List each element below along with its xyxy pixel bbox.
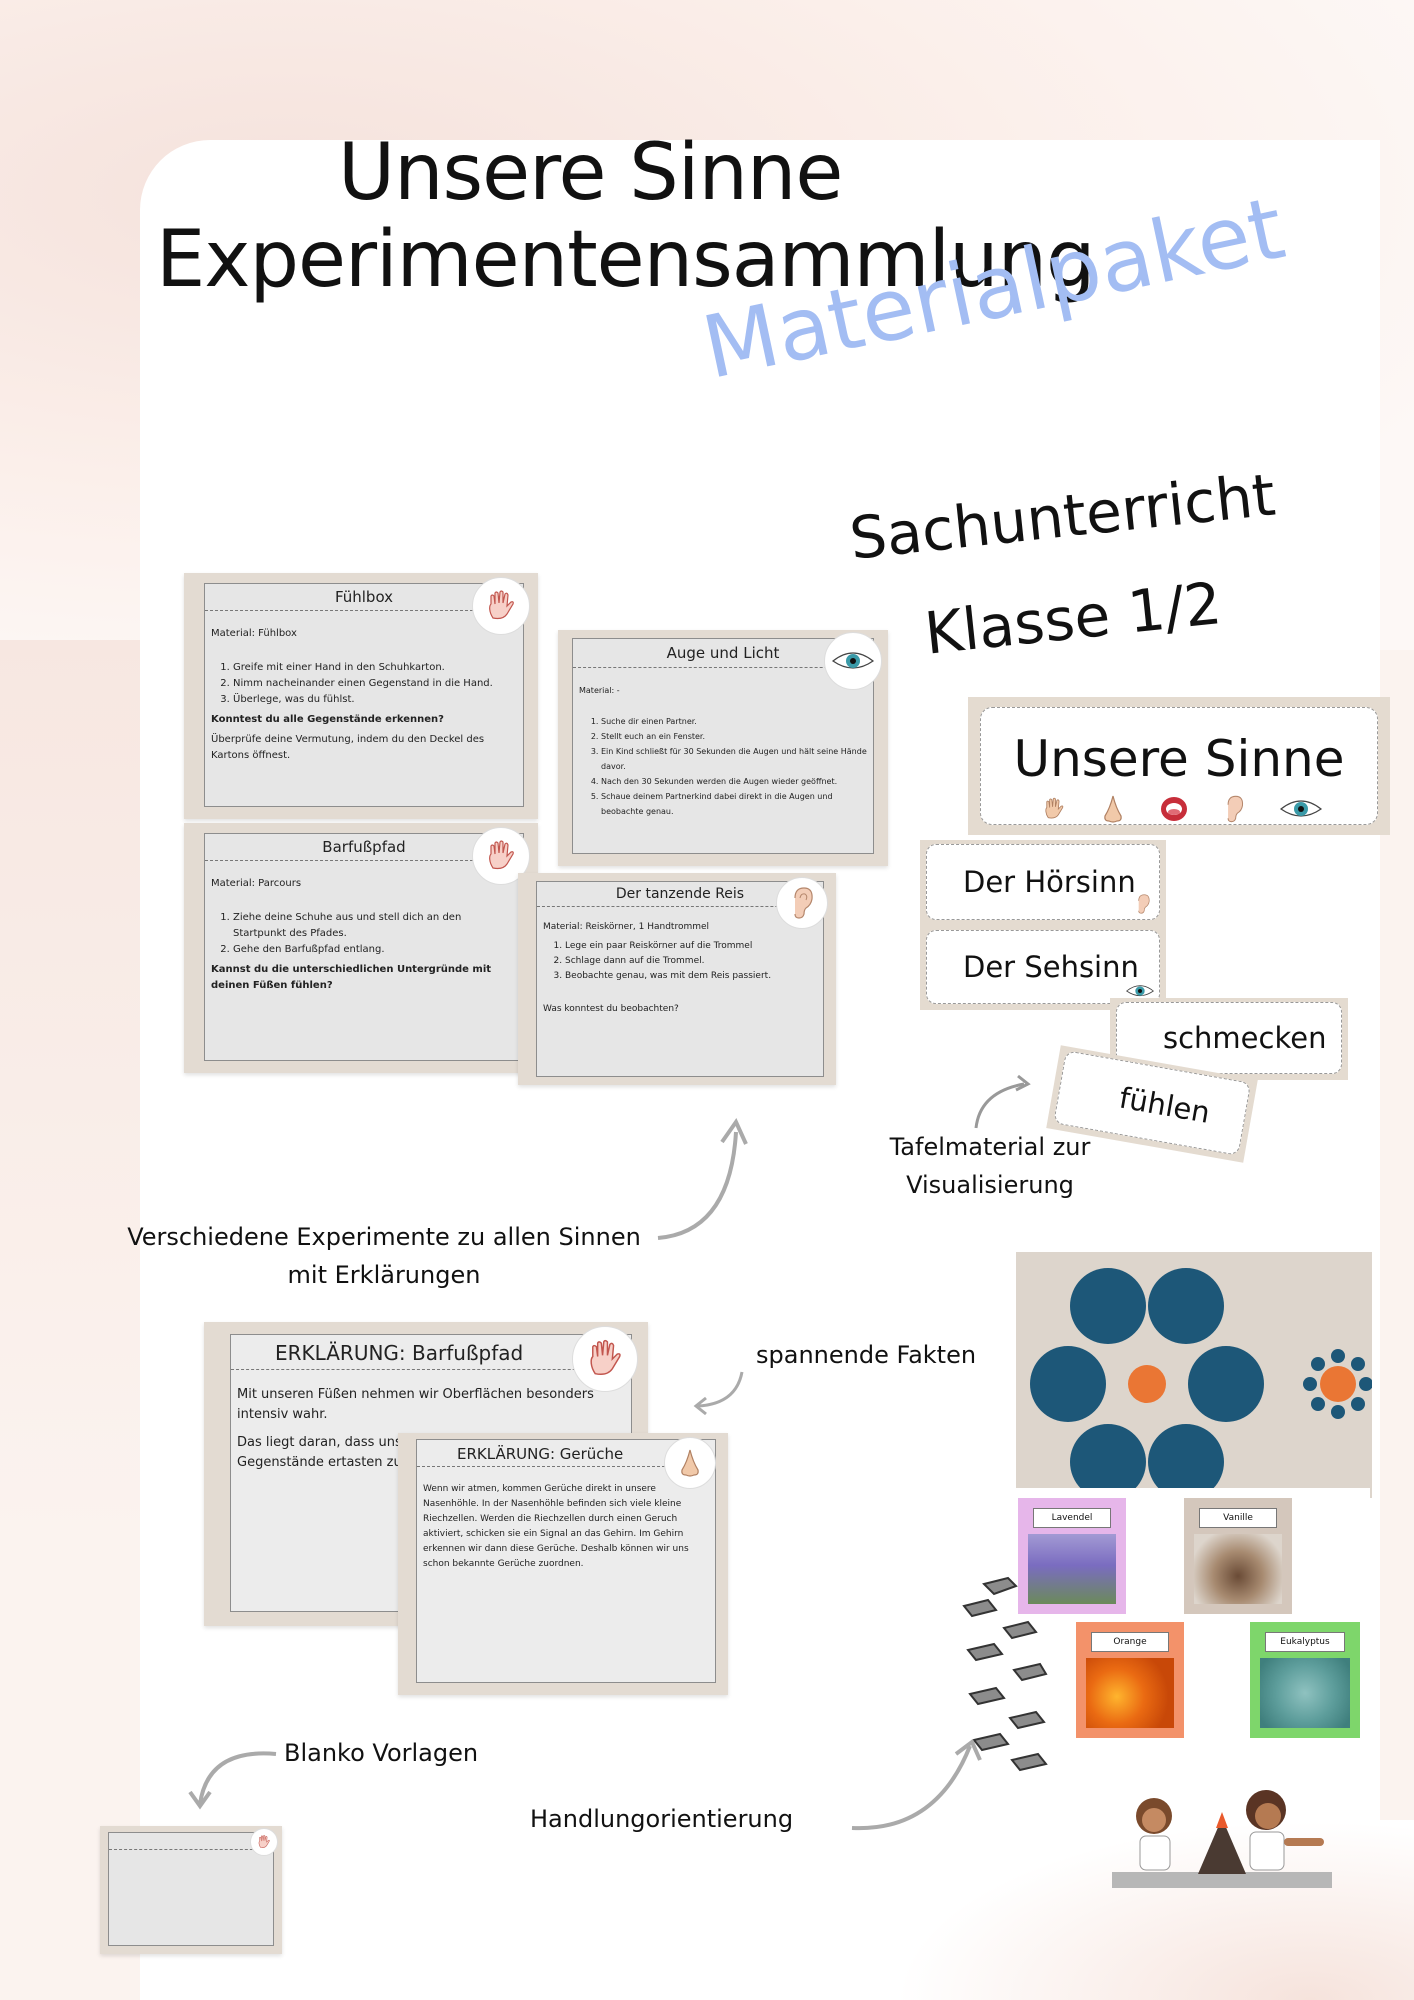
annotation-fakten: spannende Fakten xyxy=(756,1341,977,1369)
annotation-line: Visualisierung xyxy=(906,1171,1074,1199)
card-question: Kannst du die unterschiedlichen Untergrü… xyxy=(211,964,492,991)
annotation-line: mit Erklärungen xyxy=(287,1261,481,1289)
annotation-experimente: Verschiedene Experimente zu allen Sinnen… xyxy=(118,1218,650,1294)
arrow-icon xyxy=(974,1074,1031,1129)
card-title-blank xyxy=(109,1833,273,1850)
card-step: Schaue deinem Partnerkind dabei direkt i… xyxy=(601,789,867,819)
photo-card-orange: Orange xyxy=(1076,1622,1184,1738)
card-step: Lege ein paar Reiskörner auf die Trommel xyxy=(565,939,817,954)
mouth-icon xyxy=(1161,797,1187,821)
card-material: Material: - xyxy=(579,686,620,695)
card-auge-und-licht: Auge und Licht Material: - Suche dir ein… xyxy=(558,630,888,866)
hand-icon xyxy=(472,577,530,635)
strip-label: Der Sehsinn xyxy=(963,950,1139,984)
card-material: Material: Fühlbox xyxy=(211,628,297,639)
arrow-icon xyxy=(851,1738,982,1831)
eye-icon xyxy=(824,632,882,690)
nose-icon xyxy=(664,1437,716,1489)
ear-icon xyxy=(1138,894,1150,914)
annotation-line: Tafelmaterial zur xyxy=(889,1133,1091,1161)
ear-icon xyxy=(776,877,828,929)
photo-label: Orange xyxy=(1091,1632,1169,1652)
eye-icon xyxy=(1125,985,1155,997)
photo-label: Lavendel xyxy=(1033,1508,1111,1528)
card-title: ERKLÄRUNG: Barfußpfad xyxy=(231,1335,631,1370)
card-erklaerung-gerueche: ERKLÄRUNG: Gerüche Wenn wir atmen, komme… xyxy=(398,1433,728,1695)
card-fuehlbox: Fühlbox Material: Fühlbox Greife mit ein… xyxy=(184,573,538,819)
card-step: Ein Kind schließt für 30 Sekunden die Au… xyxy=(601,744,867,774)
card-step: Stellt euch an ein Fenster. xyxy=(601,729,867,744)
vanilla-photo xyxy=(1194,1534,1282,1604)
card-title: Fühlbox xyxy=(205,584,523,611)
photo-card-vanille: Vanille xyxy=(1184,1498,1292,1614)
eye-icon xyxy=(1279,800,1323,817)
kids-volcano-illustration xyxy=(1112,1790,1332,1888)
card-step: Suche dir einen Partner. xyxy=(601,714,867,729)
lavender-photo xyxy=(1028,1534,1116,1604)
card-step: Überlege, was du fühlst. xyxy=(233,692,517,708)
card-title: Auge und Licht xyxy=(573,639,873,668)
optical-illusion-image xyxy=(1016,1252,1373,1500)
ear-icon xyxy=(1227,795,1244,823)
photo-card-eukalyptus: Eukalyptus xyxy=(1250,1622,1360,1738)
card-title: Barfußpfad xyxy=(205,834,523,861)
nose-icon xyxy=(1104,795,1122,823)
card-title: ERKLÄRUNG: Gerüche xyxy=(417,1440,715,1467)
card-step: Schlage dann auf die Trommel. xyxy=(565,954,817,969)
arrow-icon xyxy=(188,1751,277,1810)
card-question: Konntest du alle Gegenstände erkennen? xyxy=(211,714,444,725)
board-header-title: Unsere Sinne xyxy=(1013,730,1345,788)
arrow-icon xyxy=(693,1371,744,1416)
card-material: Material: Reiskörner, 1 Handtrommel xyxy=(543,922,710,932)
board-strip-card: Der Hörsinn xyxy=(920,840,1166,928)
hand-icon xyxy=(250,1828,278,1856)
annotation-line: Verschiedene Experimente zu allen Sinnen xyxy=(127,1223,641,1251)
strip-label: Der Hörsinn xyxy=(963,865,1136,899)
card-step: Gehe den Barfußpfad entlang. xyxy=(233,942,517,958)
card-paragraph: Wenn wir atmen, kommen Gerüche direkt in… xyxy=(423,1484,689,1569)
orange-photo xyxy=(1086,1658,1174,1728)
card-material: Material: Parcours xyxy=(211,878,302,889)
board-strip: Der Hörsinn xyxy=(926,844,1160,920)
photo-label: Eukalyptus xyxy=(1265,1632,1345,1652)
hand-icon xyxy=(572,1326,638,1392)
title-line-1: Unsere Sinne xyxy=(338,128,843,218)
title-line-2: Experimentensammlung xyxy=(156,215,1096,305)
card-blank-template xyxy=(100,1826,282,1954)
card-note: Überprüfe deine Vermutung, indem du den … xyxy=(211,734,485,761)
card-title: Der tanzende Reis xyxy=(537,882,823,907)
board-strip-card: Der Sehsinn xyxy=(920,928,1166,1010)
annotation-handlung: Handlungorientierung xyxy=(530,1805,794,1833)
annotation-tafelmaterial: Tafelmaterial zur Visualisierung xyxy=(870,1128,1110,1204)
eucalyptus-photo xyxy=(1260,1658,1350,1728)
card-step: Nach den 30 Sekunden werden die Augen wi… xyxy=(601,774,867,789)
strip-label: schmecken xyxy=(1163,1021,1327,1055)
card-step: Ziehe deine Schuhe aus und stell dich an… xyxy=(233,910,517,942)
hand-icon xyxy=(1045,797,1064,819)
card-step: Nimm nacheinander einen Gegenstand in di… xyxy=(233,676,517,692)
card-tanzender-reis: Der tanzende Reis Material: Reiskörner, … xyxy=(518,873,836,1085)
card-paragraph: Mit unseren Füßen nehmen wir Oberflächen… xyxy=(237,1387,594,1422)
card-barfusspfad: Barfußpfad Material: Parcours Ziehe dein… xyxy=(184,823,538,1073)
card-question: Was konntest du beobachten? xyxy=(543,1004,679,1014)
stepping-stones-image xyxy=(962,1576,1048,1772)
card-step: Greife mit einer Hand in den Schuhkarton… xyxy=(233,660,517,676)
photo-card-lavendel: Lavendel xyxy=(1018,1498,1126,1614)
annotation-blanko: Blanko Vorlagen xyxy=(284,1739,479,1767)
card-step: Beobachte genau, was mit dem Reis passie… xyxy=(565,969,817,984)
strip-label: fühlen xyxy=(1116,1080,1213,1130)
board-header-card: Unsere Sinne xyxy=(968,697,1390,835)
arrow-icon xyxy=(657,1117,748,1240)
board-strip: Der Sehsinn xyxy=(926,930,1160,1004)
photo-label: Vanille xyxy=(1199,1508,1277,1528)
